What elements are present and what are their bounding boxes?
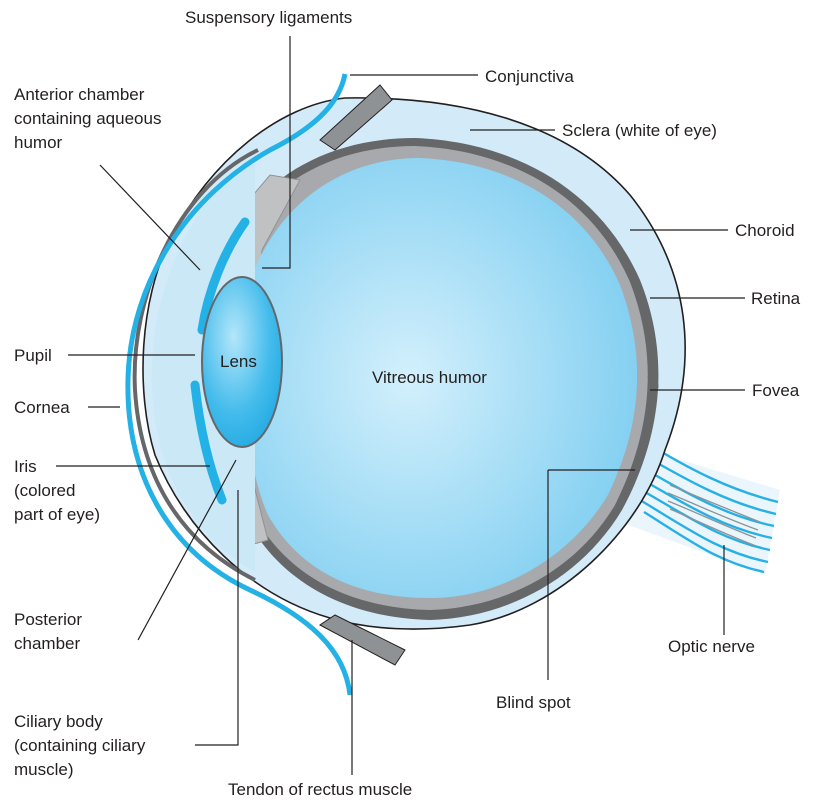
label-suspensory-ligaments: Suspensory ligaments [185, 8, 352, 27]
label-ciliary-body-2: (containing ciliary [14, 736, 146, 755]
label-optic-nerve: Optic nerve [668, 637, 755, 656]
label-posterior-chamber-1: Posterior [14, 610, 82, 629]
label-posterior-chamber-2: chamber [14, 634, 80, 653]
label-ciliary-body-1: Ciliary body [14, 712, 103, 731]
label-retina: Retina [751, 289, 801, 308]
label-sclera: Sclera (white of eye) [562, 121, 717, 140]
label-tendon: Tendon of rectus muscle [228, 780, 412, 799]
label-pupil: Pupil [14, 346, 52, 365]
label-blind-spot: Blind spot [496, 693, 571, 712]
label-choroid: Choroid [735, 221, 795, 240]
label-conjunctiva: Conjunctiva [485, 67, 574, 86]
label-cornea: Cornea [14, 398, 70, 417]
label-vitreous-humor: Vitreous humor [372, 368, 487, 387]
label-anterior-chamber-2: containing aqueous [14, 109, 161, 128]
label-fovea: Fovea [752, 381, 800, 400]
label-ciliary-body-3: muscle) [14, 760, 74, 779]
label-anterior-chamber-3: humor [14, 133, 63, 152]
label-iris-1: Iris [14, 457, 37, 476]
label-iris-3: part of eye) [14, 505, 100, 524]
label-lens: Lens [220, 352, 257, 371]
label-anterior-chamber-1: Anterior chamber [14, 85, 145, 104]
label-iris-2: (colored [14, 481, 75, 500]
